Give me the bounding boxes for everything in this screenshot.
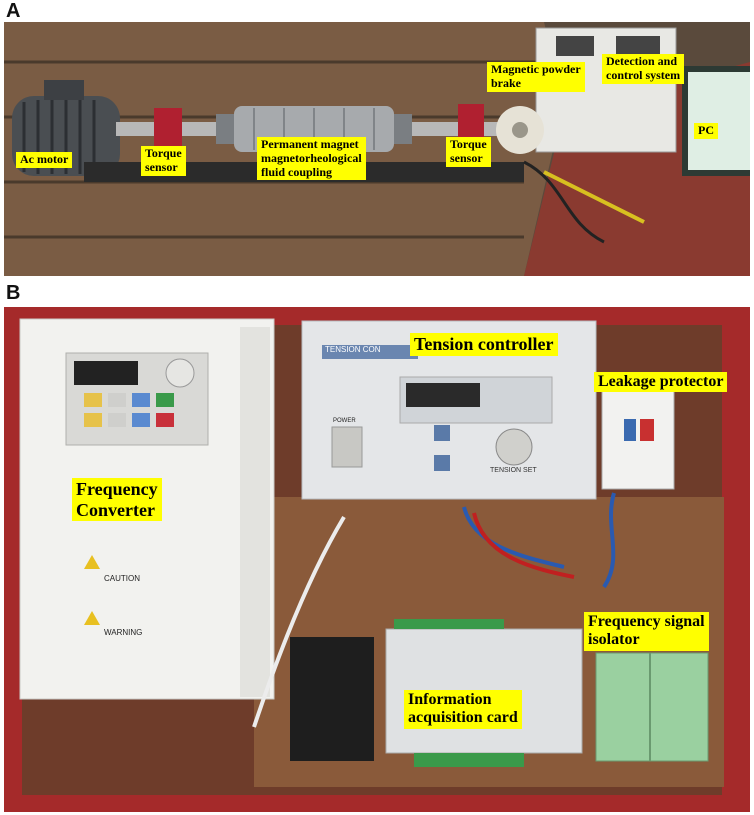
panel-b-letter: B (6, 282, 21, 304)
label-frequency-converter: Frequency Converter (72, 478, 162, 522)
label-leakage-protector: Leakage protector (594, 372, 728, 393)
label-coupling: Permanent magnet magnetorheological flui… (257, 137, 366, 181)
label-torque-sensor-right: Torque sensor (446, 137, 491, 167)
power-text: POWER (333, 418, 356, 424)
label-information-card: Information acquisition card (404, 690, 522, 729)
tension-set-text: TENSION SET (490, 467, 537, 474)
label-pc: PC (694, 123, 718, 139)
label-ac-motor: Ac motor (16, 152, 73, 168)
leakage-protector (601, 388, 675, 490)
warning-text: WARNING (104, 628, 143, 637)
label-tension-controller: Tension controller (410, 333, 558, 356)
label-magnetic-brake: Magnetic powder brake (487, 62, 585, 92)
label-detection-control: Detection and control system (602, 54, 685, 84)
torque-sensor-left (154, 108, 182, 148)
frequency-signal-isolator (595, 652, 709, 762)
caution-text: CAUTION (104, 574, 140, 583)
panel-a-letter: A (6, 0, 21, 22)
tension-brand-text: TENSION CON (325, 345, 381, 354)
label-torque-sensor-left: Torque sensor (141, 146, 186, 176)
power-adapter (290, 637, 374, 761)
label-frequency-signal-isolator: Frequency signal isolator (584, 612, 709, 651)
